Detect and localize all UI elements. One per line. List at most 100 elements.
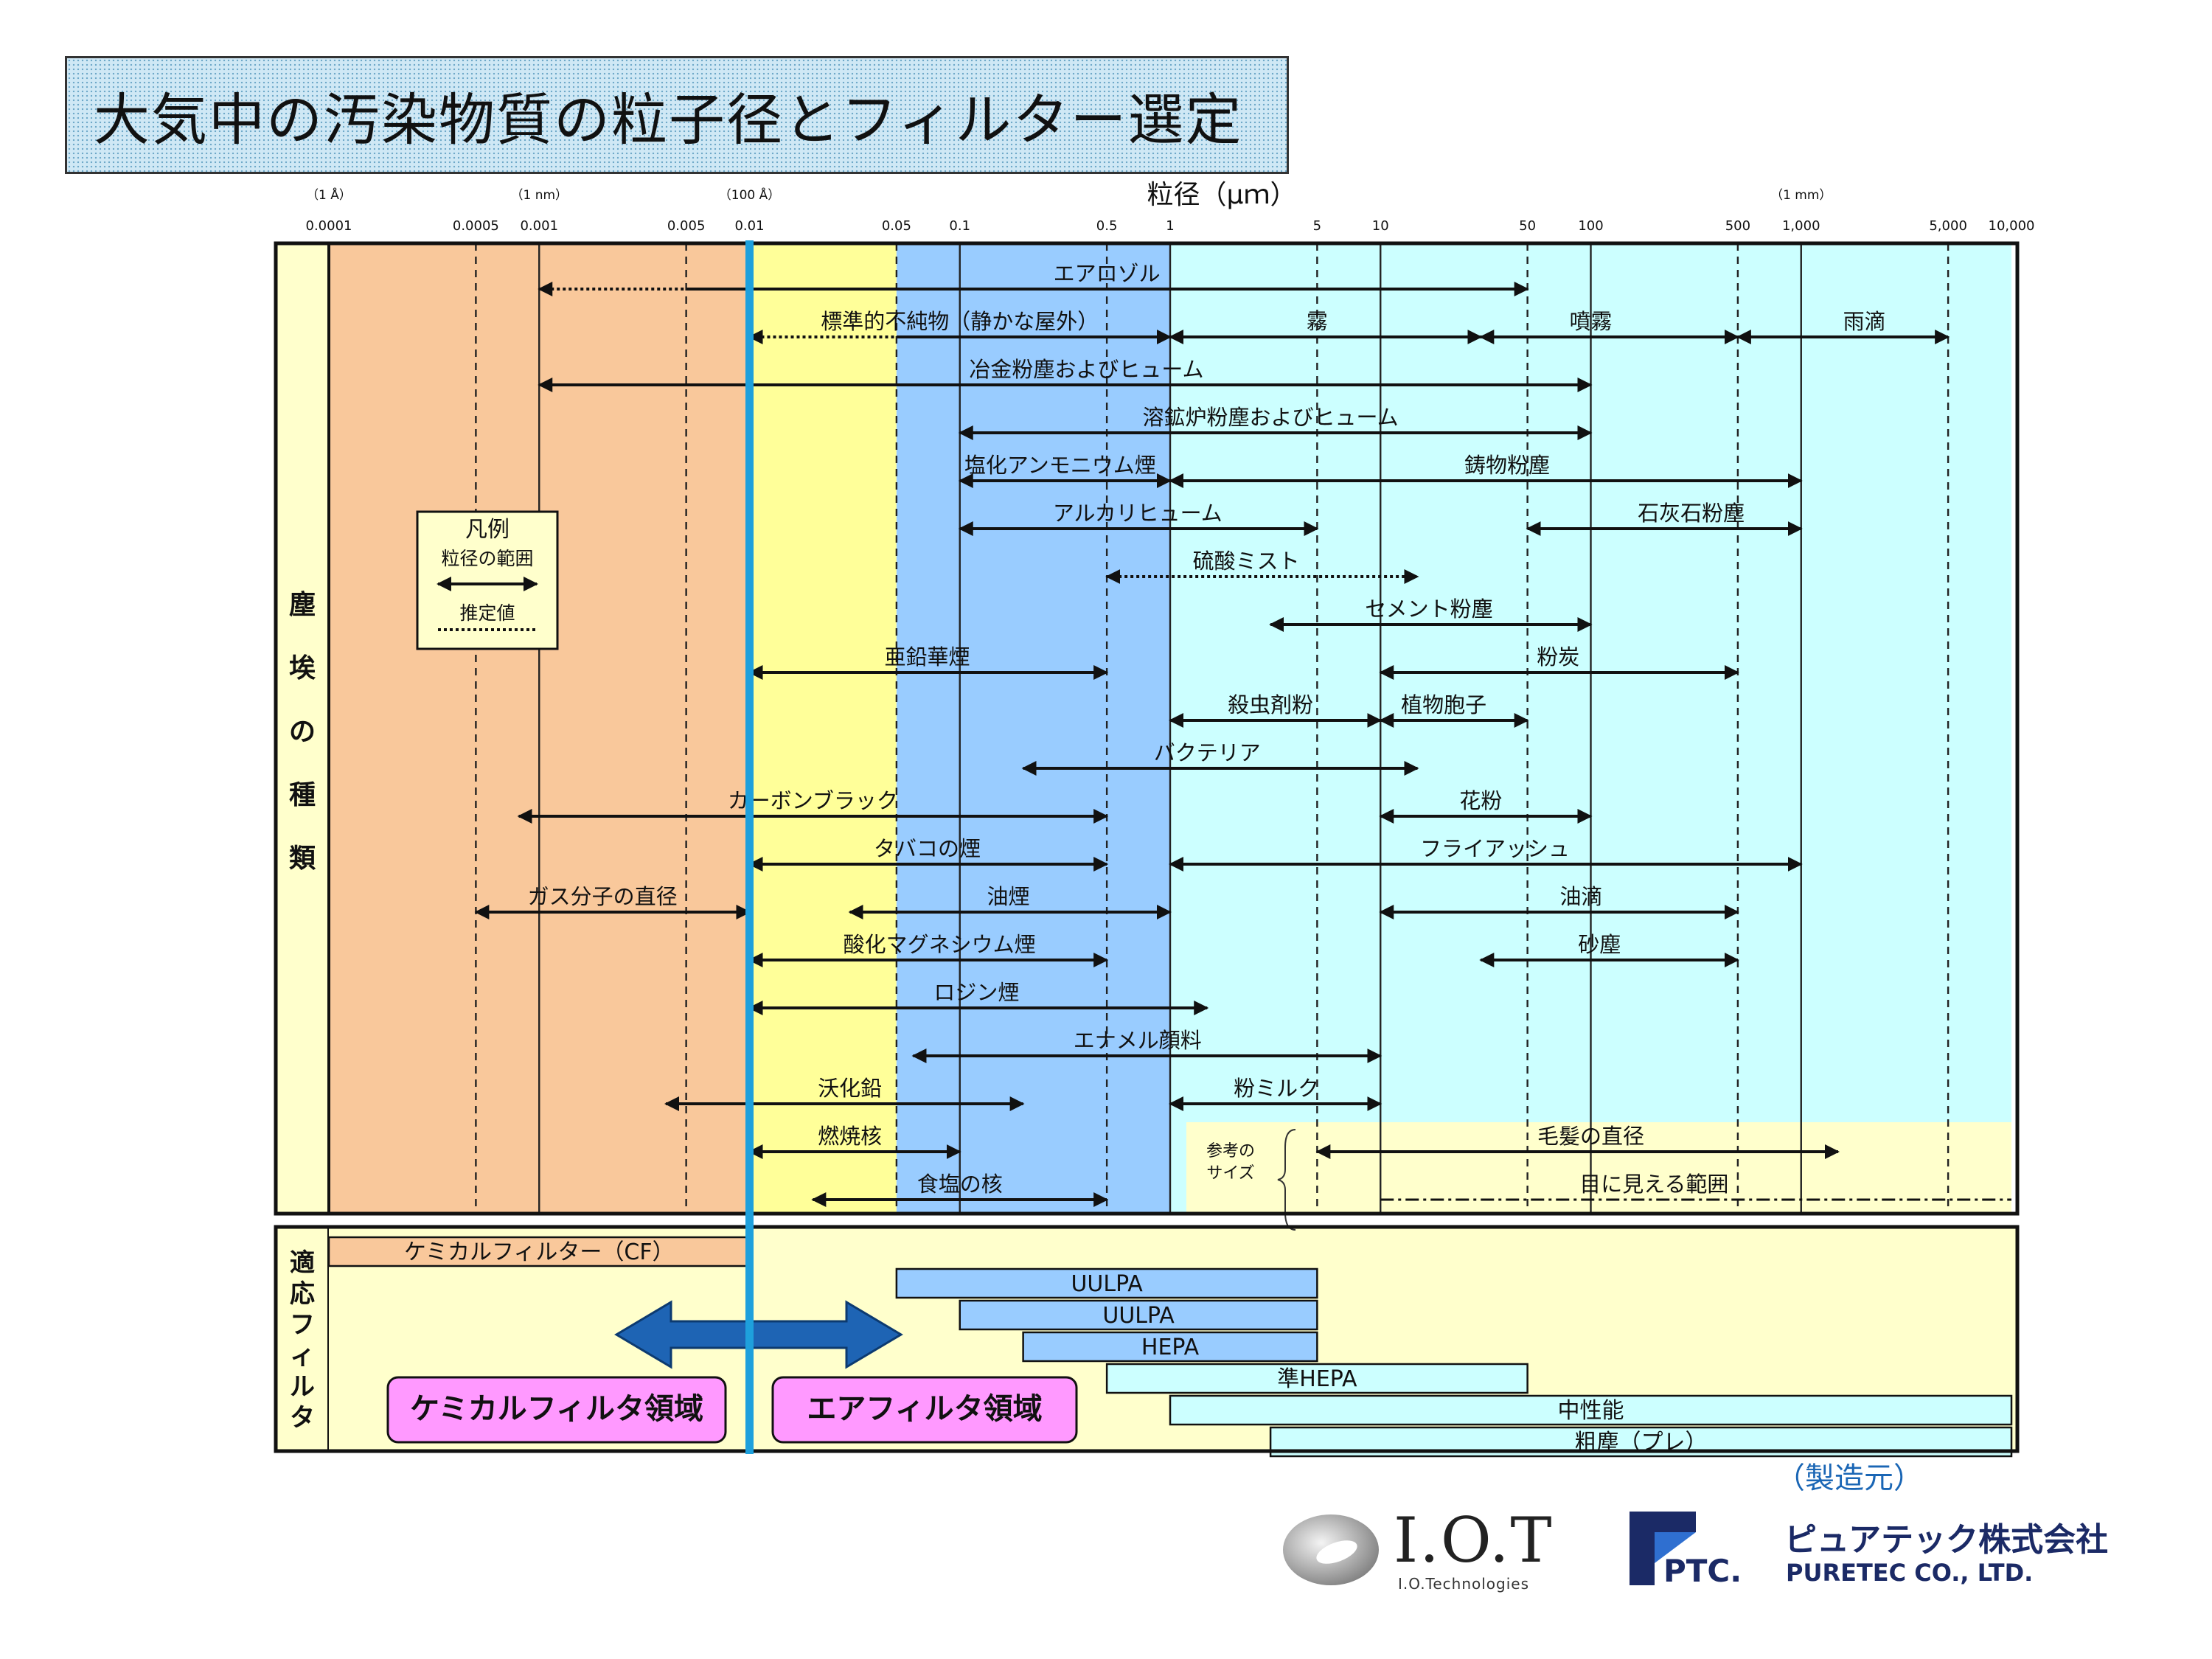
x-axis-title: 粒径（μｍ） (1147, 180, 1297, 210)
range-9: アルカリヒューム (958, 501, 1319, 536)
filter-type-char: タ (290, 1403, 315, 1433)
range-label: 粉炭 (1537, 644, 1579, 669)
range-label: 殺虫剤粉 (1228, 692, 1313, 717)
range-label: 噴霧 (1569, 309, 1612, 334)
chemical-region-box (386, 1376, 727, 1444)
unit-tick-label: （100 Å） (719, 187, 780, 203)
reference-label-1: 参考の (1206, 1142, 1255, 1161)
unit-tick-label: （1 Å） (306, 187, 352, 203)
size-zone-1 (749, 243, 897, 1214)
air-region-box (771, 1376, 1078, 1444)
range-label: 亜鉛華煙 (885, 644, 970, 669)
title-box: 大気中の汚染物質の粒子径とフィルター選定 (65, 56, 1289, 174)
range-13: 亜鉛華煙 (748, 644, 1109, 680)
range-33: 食塩の核 (811, 1172, 1109, 1207)
x-tick-label: 0.01 (734, 218, 764, 234)
range-12: セメント粉塵 (1269, 597, 1593, 632)
x-tick-label: 5,000 (1929, 218, 1967, 234)
range-label: 雨滴 (1843, 309, 1886, 334)
range-30: 粉ミルク (1169, 1076, 1382, 1111)
range-label: 石灰石粉塵 (1638, 501, 1745, 526)
filter-bar (1105, 1363, 1528, 1394)
range-19: 花粉 (1379, 788, 1593, 824)
range-23: 油煙 (848, 884, 1172, 919)
lower-frame (274, 1225, 2020, 1453)
x-tick-label: 0.05 (882, 218, 911, 234)
range-label: 油滴 (1559, 884, 1602, 909)
iot-ring-icon (1283, 1514, 1379, 1585)
range-label: 食塩の核 (917, 1172, 1003, 1197)
range-10: 石灰石粉塵 (1526, 501, 1803, 536)
x-tick-label: 100 (1578, 218, 1603, 234)
iot-logo: I.O.T I.O.Technologies (1276, 1504, 1571, 1593)
range-3: 噴霧 (1479, 309, 1739, 344)
reference-label-2: サイズ (1206, 1164, 1254, 1183)
range-label: エアロゾル (1054, 261, 1161, 286)
range-22: ガス分子の直径 (474, 884, 751, 919)
range-label: バクテリア (1154, 740, 1261, 765)
x-tick-label: 0.001 (520, 218, 558, 234)
reference-size-area (1186, 1122, 2011, 1214)
range-32: 毛髪の直径 (1315, 1124, 1840, 1159)
range-label: ロジン煙 (933, 980, 1019, 1005)
range-15: 殺虫剤粉 (1169, 692, 1382, 728)
filter-type-char: 応 (290, 1279, 315, 1309)
iot-name: I.O.T (1394, 1504, 1554, 1576)
range-24: 油滴 (1379, 884, 1739, 919)
range-0: エアロゾル (538, 261, 1529, 296)
filter-type-char: ル (290, 1372, 315, 1402)
legend-title: 凡例 (465, 517, 509, 543)
maker-label: （製造元） (1775, 1461, 1923, 1495)
range-label: 毛髪の直径 (1537, 1124, 1644, 1149)
range-34: 目に見える範囲 (1380, 1172, 2011, 1201)
range-16: 植物胞子 (1379, 692, 1529, 728)
ptc-logo: PTC. ピュアテック株式会社 PURETEC CO., LTD. (1622, 1504, 2138, 1600)
filter-label: 中性能 (1558, 1398, 1624, 1424)
range-8: 鋳物粉塵 (1169, 453, 1803, 488)
filter-bar-4: 準HEPA (1105, 1363, 1528, 1394)
range-label: エナメル顔料 (1074, 1028, 1202, 1053)
filter-type-char: フ (290, 1310, 315, 1340)
ptc-company-en: PURETEC CO., LTD. (1786, 1559, 2034, 1587)
x-tick-label: 0.0001 (306, 218, 352, 234)
range-25: 酸化マグネシウム煙 (748, 932, 1109, 967)
range-20: タバコの煙 (748, 836, 1109, 872)
x-tick-label: 0.005 (667, 218, 706, 234)
filter-bar-5: 中性能 (1169, 1394, 2013, 1426)
range-label: 酸化マグネシウム煙 (844, 932, 1036, 957)
filter-bar-0: ケミカルフィルター（CF） (327, 1236, 751, 1267)
filter-type-char: 適 (290, 1248, 315, 1278)
chemical-region-label: ケミカルフィルタ領域 (410, 1392, 703, 1426)
range-label: 粉ミルク (1234, 1076, 1319, 1101)
range-label: 硫酸ミスト (1193, 549, 1300, 574)
x-tick-label: 50 (1519, 218, 1536, 234)
range-label: 燃焼核 (818, 1124, 882, 1149)
range-2: 霧 (1169, 309, 1483, 344)
range-7: 塩化アンモニウム煙 (958, 453, 1172, 488)
range-28: エナメル顔料 (911, 1028, 1382, 1063)
range-label: 油煙 (987, 884, 1029, 909)
x-tick-label: 10 (1372, 218, 1389, 234)
range-1: 標準的不純物（静かな屋外） (748, 309, 1172, 344)
x-tick-label: 5 (1313, 218, 1321, 234)
dust-type-char: 類 (289, 844, 316, 874)
range-bars: エアロゾル標準的不純物（静かな屋外）霧噴霧雨滴冶金粉塵およびヒューム溶鉱炉粉塵お… (474, 261, 2011, 1207)
x-tick-label: 500 (1725, 218, 1750, 234)
x-tick-label: 1 (1166, 218, 1174, 234)
range-label: ガス分子の直径 (528, 884, 678, 909)
range-17: バクテリア (1021, 740, 1419, 776)
dust-type-char: の (289, 717, 316, 747)
filter-bar-3: HEPA (1022, 1331, 1318, 1363)
filter-bar (1169, 1394, 2013, 1426)
range-label: 霧 (1307, 309, 1328, 334)
x-tick-label: 0.0005 (453, 218, 499, 234)
upper-frame (274, 241, 2020, 1216)
range-label: 鋳物粉塵 (1464, 453, 1550, 478)
range-18: カーボンブラック (517, 788, 1109, 824)
unit-tick-label: （1 mm） (1770, 188, 1832, 203)
x-tick-label: 0.5 (1096, 218, 1118, 234)
filter-label: UULPA (1102, 1303, 1175, 1329)
dust-type-char: 種 (289, 780, 316, 810)
range-label: 沃化鉛 (818, 1076, 882, 1101)
range-label: セメント粉塵 (1365, 597, 1492, 622)
